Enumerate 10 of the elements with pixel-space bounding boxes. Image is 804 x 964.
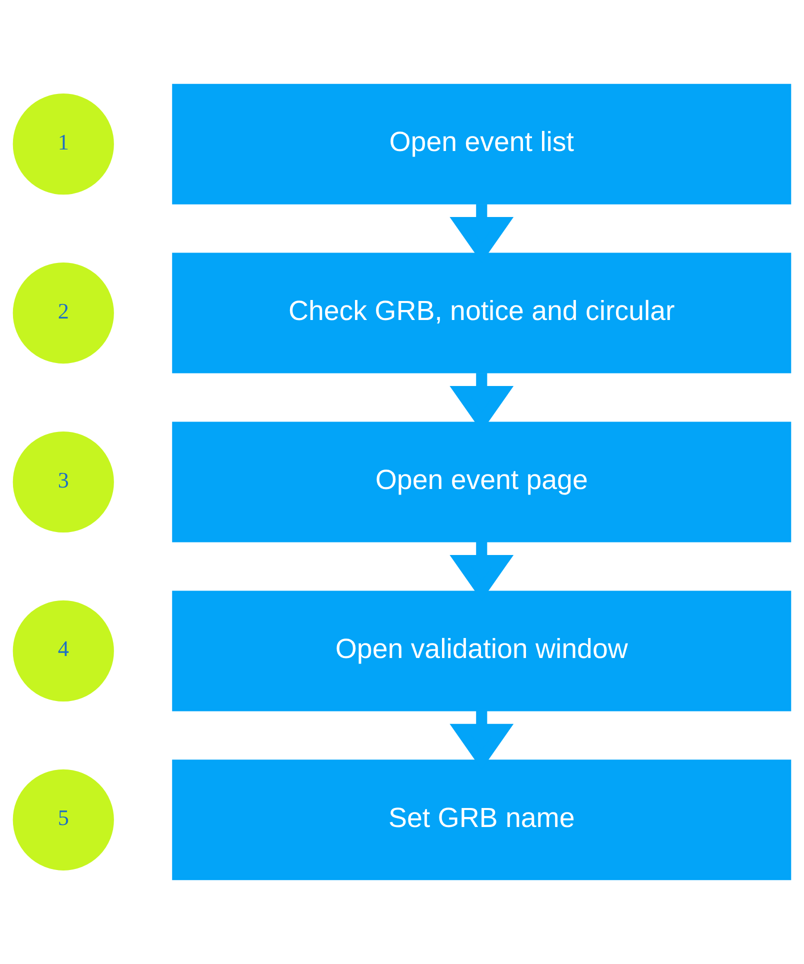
node-box: Open validation window (172, 590, 792, 712)
node-circle: 4 (12, 600, 114, 702)
node-box: Open event list (172, 84, 792, 204)
node-box: Check GRB, notice and circular (172, 252, 792, 374)
node-circle: 2 (12, 262, 114, 364)
node-box: Set GRB name (172, 760, 792, 880)
node-circle: 1 (12, 94, 114, 195)
node-circle: 5 (12, 769, 114, 870)
node-circle: 3 (12, 431, 114, 533)
node-box: Open event page (172, 422, 792, 542)
